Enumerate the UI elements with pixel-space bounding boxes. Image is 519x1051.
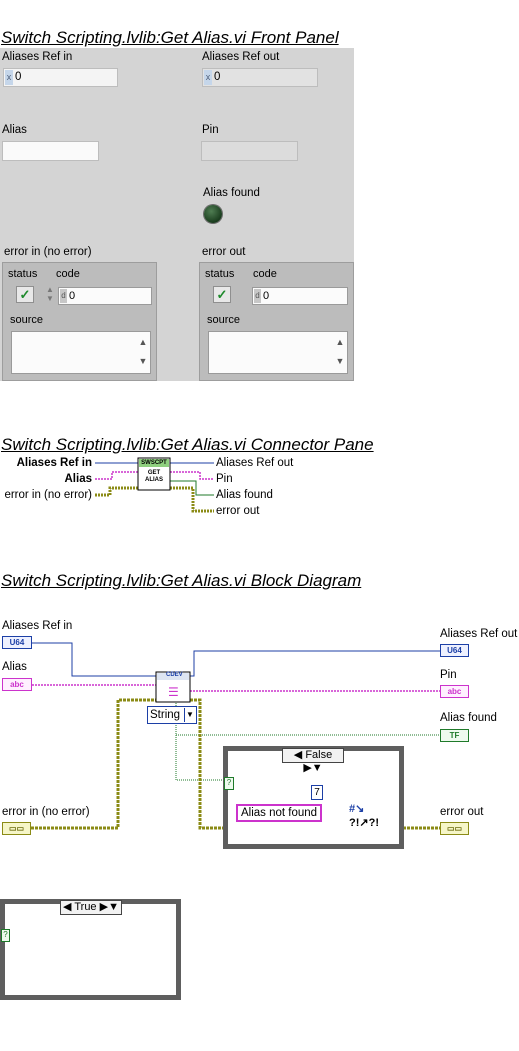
aliases-ref-in-label: Aliases Ref in (2, 51, 73, 63)
case-selector-label: True (74, 901, 97, 913)
bd-terminal-error-in[interactable]: ▭▭ (2, 822, 31, 835)
pin-label: Pin (202, 124, 219, 136)
bd-label-alias: Alias (2, 661, 27, 673)
status-label: status (205, 268, 235, 280)
status-checkbox[interactable]: ✓ (16, 286, 34, 303)
code-label: code (56, 268, 80, 280)
block-diagram-title: Switch Scripting.lvlib:Get Alias.vi Bloc… (1, 571, 362, 590)
bd-terminal-alias-found[interactable]: TF (440, 729, 469, 742)
code-indicator: d 0 (252, 287, 348, 305)
cp-output-pin: Pin (216, 473, 233, 485)
case-prev-icon[interactable]: ◀ (63, 901, 72, 913)
case-prev-icon[interactable]: ◀ (293, 749, 303, 761)
radix-indicator: d (254, 289, 261, 303)
aliases-ref-out-value: 0 (214, 71, 221, 83)
bd-label-alias-found: Alias found (440, 712, 497, 724)
front-panel: Aliases Ref in x 0 Aliases Ref out x 0 A… (0, 48, 354, 381)
source-scrollbar[interactable]: ▲▼ (335, 337, 345, 366)
bd-true-case-selector-terminal[interactable]: ? (1, 929, 10, 942)
alias-found-led-icon (204, 205, 222, 223)
source-control[interactable]: ▲▼ (11, 331, 151, 374)
front-panel-title: Switch Scripting.lvlib:Get Alias.vi Fron… (1, 28, 339, 47)
bd-case-selector-true[interactable]: ◀ True ▶▼ (60, 900, 122, 915)
cp-wire-alias (95, 471, 138, 480)
alias-label: Alias (2, 124, 27, 136)
error-in-label: error in (no error) (4, 246, 92, 258)
bd-const-error-code[interactable]: 7 (311, 785, 323, 800)
bd-label-pin: Pin (440, 669, 457, 681)
connector-pane-title: Switch Scripting.lvlib:Get Alias.vi Conn… (1, 435, 374, 454)
chevron-down-icon[interactable]: ▼ (184, 708, 195, 722)
cp-output-error-out: error out (216, 505, 260, 517)
error-out-label: error out (202, 246, 246, 258)
bd-subvi-list-icon: ☰ (168, 685, 179, 699)
bd-wire-aliases-ref-out (190, 650, 440, 677)
bd-terminal-aliases-ref-in[interactable]: U64 (2, 636, 32, 649)
bd-case-structure-true[interactable] (0, 899, 181, 1000)
bd-terminal-aliases-ref-out[interactable]: U64 (440, 644, 469, 657)
cp-output-alias-found: Alias found (216, 489, 273, 501)
alias-control[interactable] (2, 141, 99, 161)
source-indicator: ▲▼ (208, 331, 348, 374)
bd-wire-aliases-ref-in (32, 642, 156, 677)
cp-icon-banner-text: SWSCPT (141, 460, 167, 466)
cp-wire-pin (170, 471, 214, 480)
status-checkbox: ✓ (213, 286, 231, 303)
aliases-ref-out-indicator: x 0 (202, 68, 318, 87)
cp-icon-line-1: GET (147, 470, 161, 476)
code-label: code (253, 268, 277, 280)
alias-found-label: Alias found (203, 187, 260, 199)
case-frame (5, 904, 176, 995)
cp-wire-alias-found (170, 480, 214, 496)
bd-label-error-out: error out (440, 806, 484, 818)
cp-input-aliases-ref-in: Aliases Ref in (16, 457, 92, 469)
bd-label-error-in: error in (no error) (2, 806, 90, 818)
bd-wire-alias-found (175, 703, 440, 736)
pin-indicator (201, 141, 298, 161)
bd-case-selector-false[interactable]: ◀ False ▶▼ (282, 748, 344, 774)
error-out-cluster: status code ✓ d 0 source ▲▼ (199, 262, 354, 381)
error-in-cluster: status code ✓ ▲▼ d 0 source ▲▼ (2, 262, 157, 381)
cp-wire-error-out (170, 486, 214, 513)
cp-input-error-in: error in (no error) (4, 489, 92, 501)
cp-wire-error-in (95, 486, 138, 497)
aliases-ref-in-control[interactable]: x 0 (3, 68, 118, 87)
radix-indicator: d (60, 289, 67, 303)
cp-icon-banner (139, 459, 169, 467)
connector-wires (95, 457, 214, 513)
bd-terminal-alias[interactable]: abc (2, 678, 32, 691)
status-label: status (8, 268, 38, 280)
bd-ring-constant[interactable]: String ▼ (147, 706, 197, 724)
radix-indicator: x (204, 70, 212, 85)
case-next-icon[interactable]: ▶▼ (303, 762, 323, 774)
bd-wire-error-in (31, 698, 156, 830)
bd-terminal-pin[interactable]: abc (440, 685, 469, 698)
bd-wire-error-to-case (190, 698, 226, 830)
case-selector-label: False (305, 749, 333, 761)
code-spinner-icon[interactable]: ▲▼ (46, 285, 54, 303)
bd-subvi-banner (157, 673, 189, 680)
bd-subvi-badge: CDEV (166, 672, 183, 678)
code-value: 0 (69, 290, 76, 302)
case-next-icon[interactable]: ▶▼ (99, 901, 119, 913)
cp-input-alias: Alias (64, 473, 93, 485)
bd-label-aliases-ref-in: Aliases Ref in (2, 620, 73, 632)
aliases-ref-in-value: 0 (15, 71, 22, 83)
code-value: 0 (263, 290, 270, 302)
bd-ring-value: String (150, 709, 181, 721)
aliases-ref-out-label: Aliases Ref out (202, 51, 280, 63)
bd-terminal-error-out[interactable]: ▭▭ (440, 822, 469, 835)
bd-case-selector-terminal[interactable]: ? (224, 777, 234, 790)
source-label: source (207, 314, 241, 326)
source-label: source (10, 314, 44, 326)
bd-wire-alias-found-to-case (175, 735, 226, 781)
radix-indicator: x (5, 70, 13, 85)
cp-icon-line-2: ALIAS (145, 477, 163, 483)
source-scrollbar[interactable]: ▲▼ (138, 337, 148, 366)
bd-label-aliases-ref-out: Aliases Ref out (440, 628, 518, 640)
code-control[interactable]: d 0 (58, 287, 152, 305)
bd-const-error-message[interactable]: Alias not found (236, 804, 323, 822)
cp-output-aliases-ref-out: Aliases Ref out (216, 457, 294, 469)
bd-error-cluster-icon: #↘?!↗?! (349, 803, 379, 829)
